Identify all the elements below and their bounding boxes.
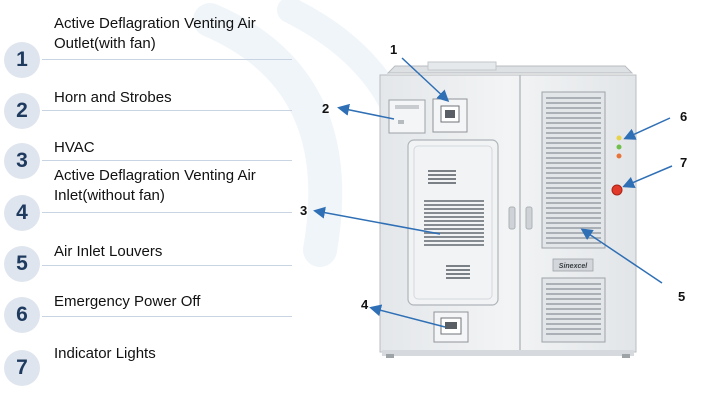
divider	[42, 212, 292, 213]
venting-inlet-box	[433, 311, 469, 343]
indicator-light-yellow	[616, 135, 622, 141]
door-handle-right	[525, 206, 533, 230]
callout-arrow-5	[580, 228, 663, 284]
legend-number-badge: 7	[4, 350, 40, 386]
hvac-grille-bottom	[446, 265, 470, 279]
cabinet-foot	[386, 354, 394, 358]
indicator-light-orange	[616, 153, 622, 159]
legend-number-badge: 3	[4, 143, 40, 179]
callout-arrow-7	[622, 165, 673, 188]
callout-number-6: 6	[680, 109, 688, 124]
divider	[42, 265, 292, 266]
venting-outlet-box	[432, 98, 468, 133]
cabinet-foot	[622, 354, 630, 358]
callout-number-3: 3	[300, 203, 308, 218]
legend-number-badge: 5	[4, 246, 40, 282]
callout-number-4: 4	[361, 297, 369, 312]
divider	[42, 110, 292, 111]
indicator-light-green	[616, 144, 622, 150]
divider	[42, 59, 292, 60]
hvac-grille-middle	[424, 200, 484, 246]
legend-number-badge: 4	[4, 195, 40, 231]
legend-label: Active Deflagration Venting Air Inlet(wi…	[54, 167, 256, 204]
callout-arrow-2	[337, 103, 395, 120]
hvac-grille-top	[428, 170, 456, 184]
callout-number-1: 1	[390, 42, 398, 57]
divider	[42, 316, 292, 317]
callout-arrow-4	[369, 304, 446, 328]
legend-number-badge: 1	[4, 42, 40, 78]
callout-number-7: 7	[680, 155, 688, 170]
legend-label: Air Inlet Louvers	[54, 243, 163, 260]
emergency-power-off-button	[611, 184, 623, 196]
door-handle-left	[508, 206, 516, 230]
brand-plate	[552, 258, 594, 272]
callout-arrow-3	[313, 206, 441, 235]
legend-label: Emergency Power Off	[54, 293, 201, 310]
cabinet-diagram: Sinexcel	[313, 57, 673, 358]
air-inlet-louvers-bottom	[541, 277, 606, 343]
callout-number-5: 5	[678, 289, 686, 304]
divider	[42, 160, 292, 161]
legend-label: Horn and Strobes	[54, 89, 172, 106]
legend-number-badge: 2	[4, 93, 40, 129]
legend-label: HVAC	[54, 139, 95, 156]
callout-arrow-1	[401, 57, 450, 103]
hvac-unit	[407, 139, 499, 306]
legend: 1 Active Deflagration Venting Air Outlet…	[0, 0, 300, 417]
brand-label: Sinexcel	[559, 263, 588, 270]
horn-and-strobes-box	[388, 99, 426, 134]
callout-number-2: 2	[322, 101, 330, 116]
cabinet-top	[386, 61, 634, 74]
legend-label: Indicator Lights	[54, 345, 156, 362]
legend-number-badge: 6	[4, 297, 40, 333]
callout-arrow-6	[623, 117, 671, 140]
air-inlet-louvers-top	[541, 91, 606, 249]
legend-label: Active Deflagration Venting Air Outlet(w…	[54, 15, 256, 52]
